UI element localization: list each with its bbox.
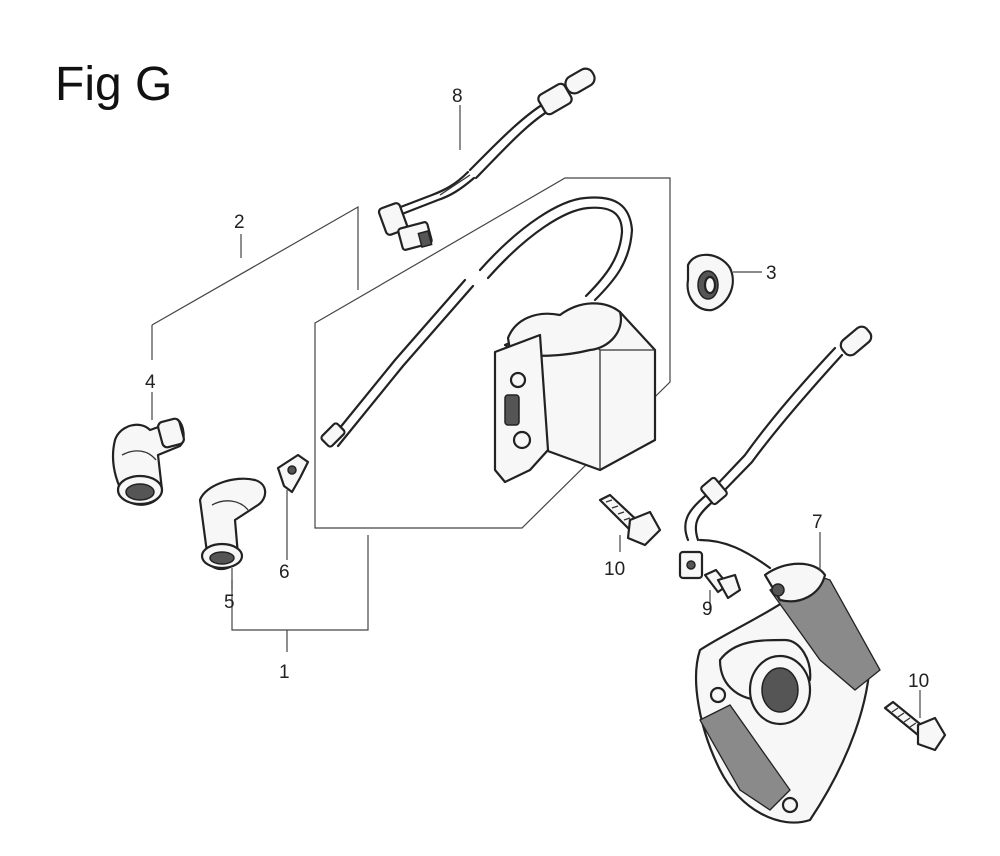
- callout-5: 5: [224, 592, 235, 613]
- part-bolt-lower: [883, 690, 947, 752]
- figure-title: Fig G: [55, 58, 172, 111]
- part-ground-wire-lead: [377, 67, 596, 251]
- callout-8: 8: [452, 86, 463, 107]
- callout-1: 1: [279, 662, 290, 683]
- callout-3: 3: [766, 263, 777, 284]
- part-plug-boot: [198, 477, 267, 590]
- part-grommet: [686, 253, 762, 312]
- callout-6: 6: [279, 562, 290, 583]
- part-screw: [703, 568, 742, 610]
- callout-9: 9: [702, 599, 713, 620]
- part-bolt-upper: [598, 493, 662, 552]
- callout-4: 4: [145, 372, 156, 393]
- callout-2: 2: [234, 212, 245, 233]
- bracket-assembly-2: [151, 205, 359, 360]
- part-exciter-coil: [678, 325, 881, 824]
- part-spark-plug-cap: [111, 392, 185, 506]
- bracket-assembly-1: [231, 535, 369, 652]
- bracket-coil-assembly: [314, 177, 671, 529]
- callout-10-lower: 10: [908, 671, 929, 692]
- callout-10-upper: 10: [604, 559, 625, 580]
- part-ignition-coil: [320, 196, 657, 484]
- callout-7: 7: [812, 512, 823, 533]
- part-terminal: [276, 453, 310, 560]
